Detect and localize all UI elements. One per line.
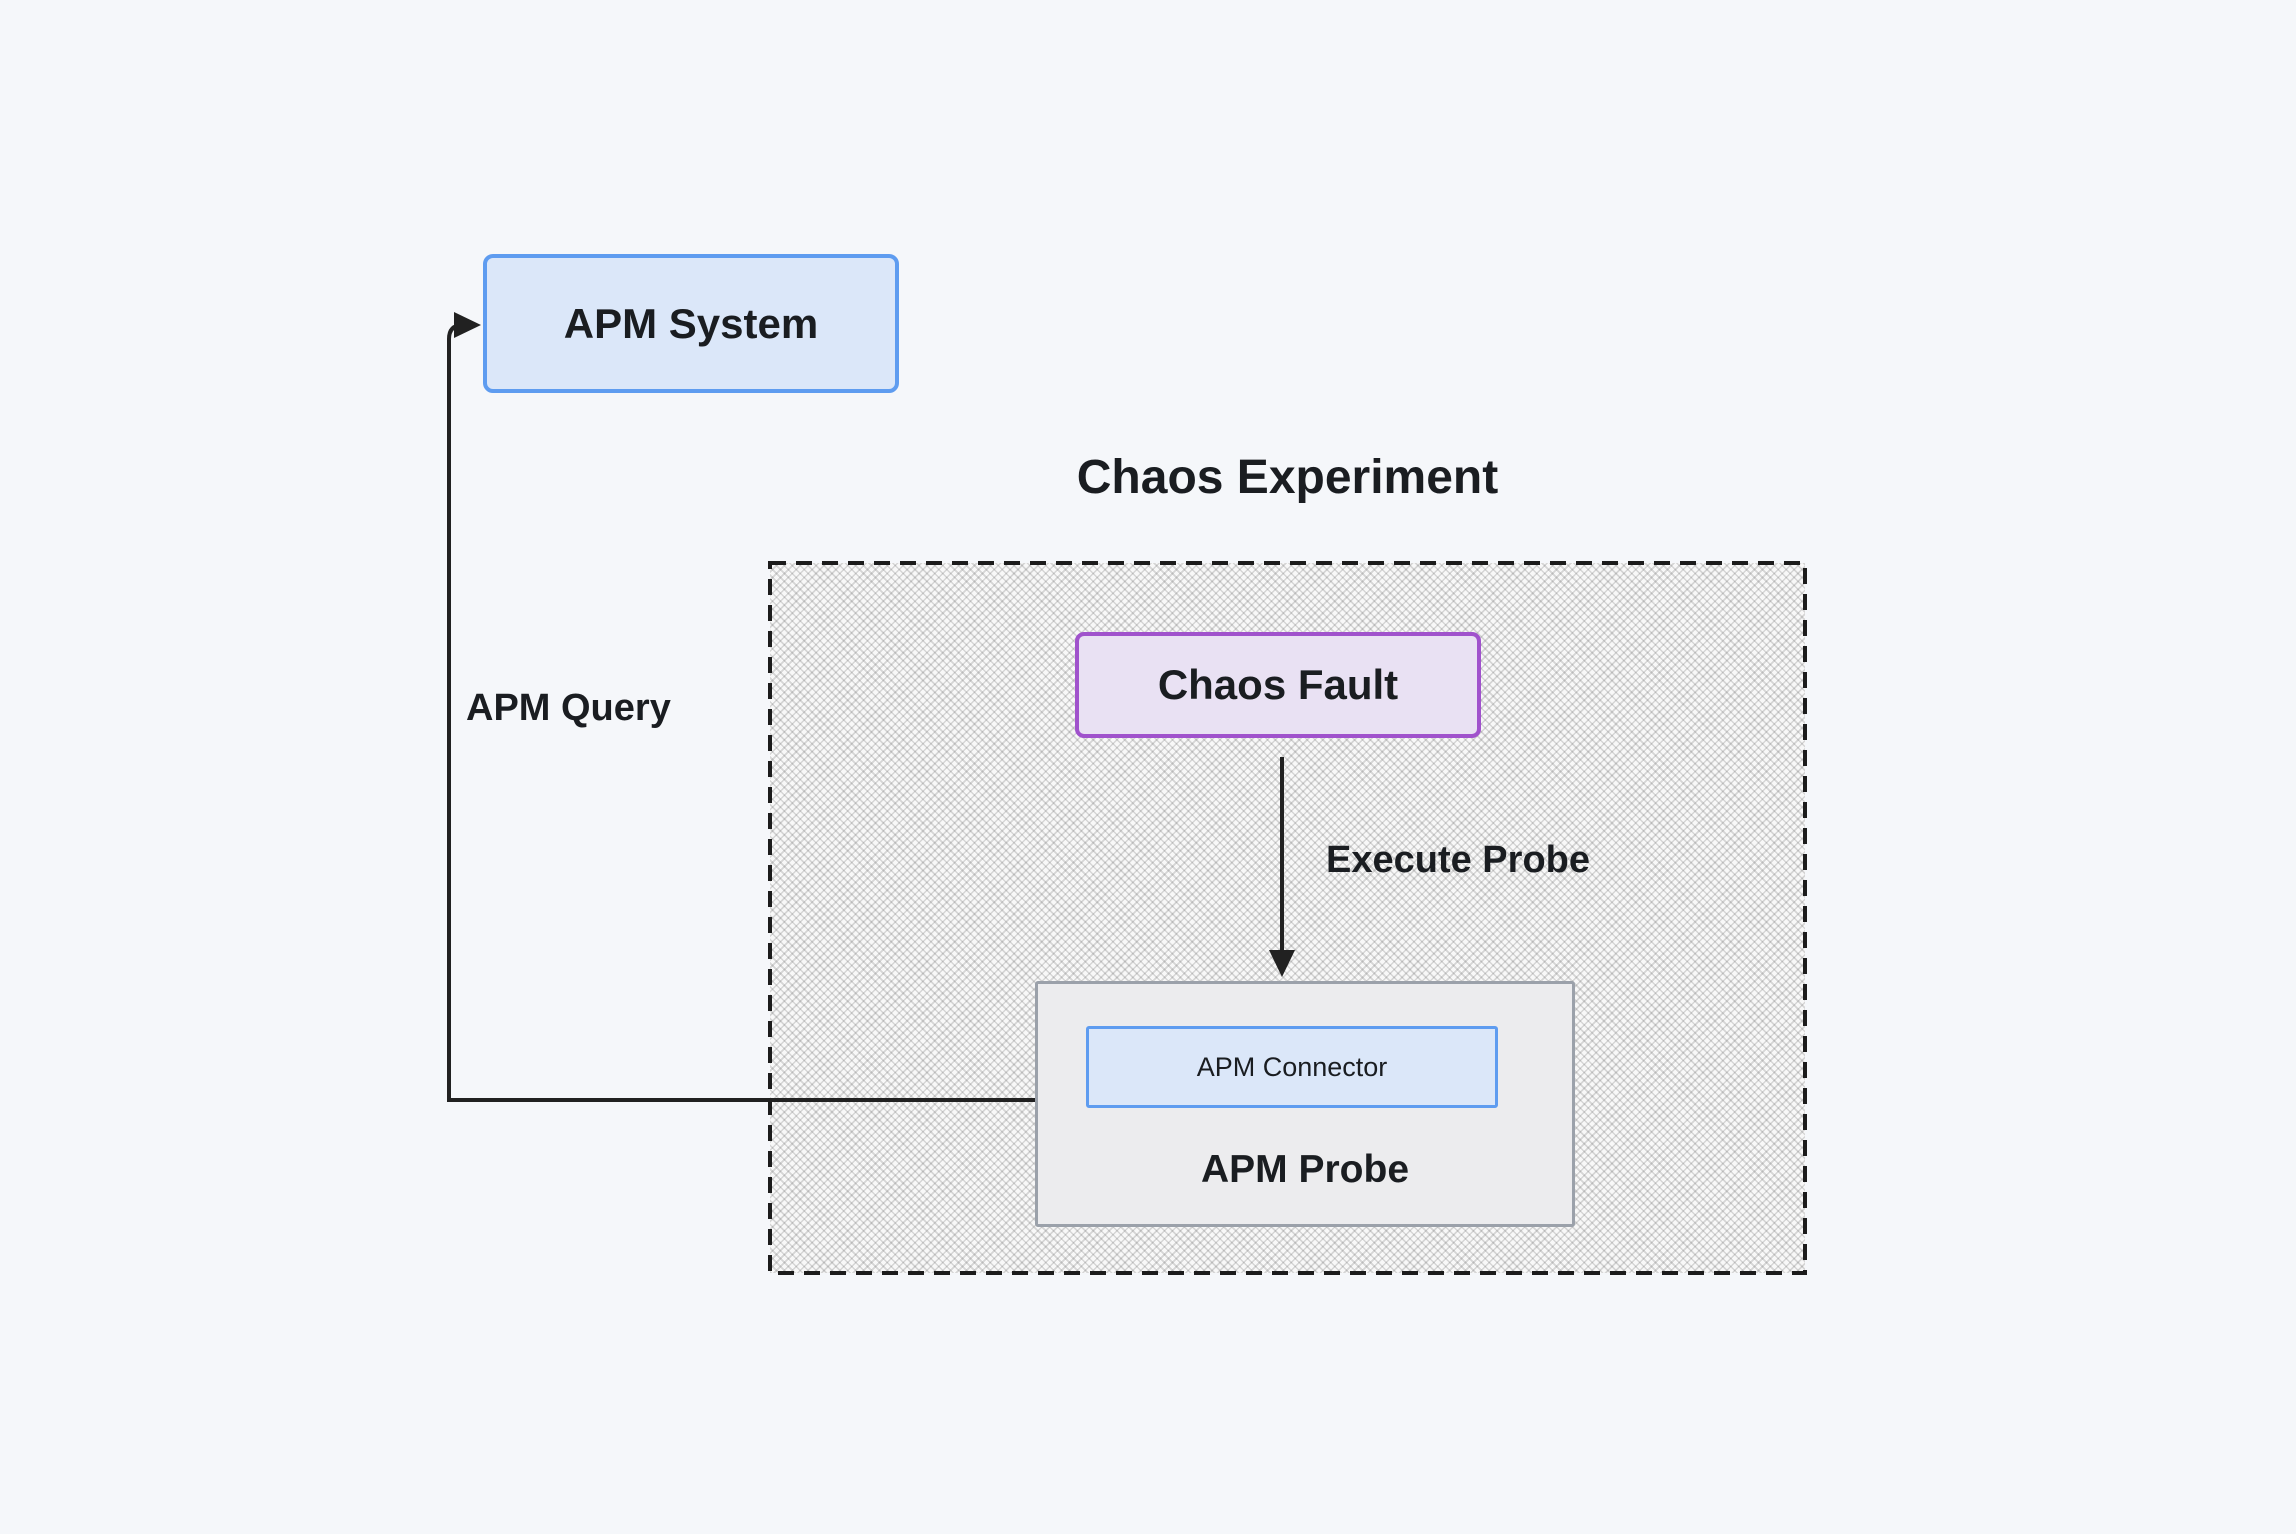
apm-probe-node: APM Connector APM Probe xyxy=(1035,981,1575,1227)
apm-probe-label: APM Probe xyxy=(1200,1148,1410,1191)
apm-query-edge-label: APM Query xyxy=(466,687,671,729)
apm-query-arrowhead xyxy=(454,312,481,338)
chaos-fault-label: Chaos Fault xyxy=(1157,661,1399,708)
apm-connector-node: APM Connector xyxy=(1086,1026,1498,1108)
apm-system-node: APM System xyxy=(483,254,899,393)
apm-connector-label: APM Connector xyxy=(1196,1051,1388,1082)
execute-probe-edge-label: Execute Probe xyxy=(1326,839,1590,881)
chaos-experiment-title: Chaos Experiment xyxy=(1076,451,1499,504)
chaos-fault-node: Chaos Fault xyxy=(1075,632,1481,738)
apm-system-label: APM System xyxy=(563,299,819,347)
